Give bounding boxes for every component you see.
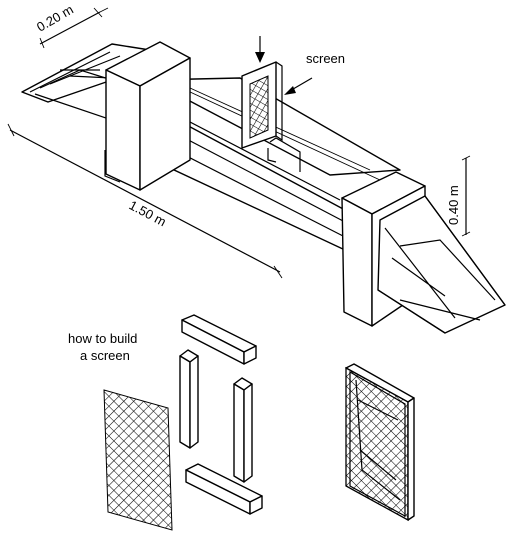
how-to-label-line2: a screen bbox=[80, 348, 130, 363]
dimension-length bbox=[7, 123, 283, 279]
mesh-sheet bbox=[103, 389, 173, 531]
screen-label: screen bbox=[306, 51, 345, 66]
dimension-width bbox=[39, 7, 109, 49]
down-arrow bbox=[255, 36, 265, 63]
left-ramp bbox=[21, 43, 151, 103]
dimension-height bbox=[461, 155, 471, 237]
trough-assembly bbox=[21, 36, 506, 334]
frame-bar-top bbox=[181, 314, 257, 365]
screen-pointer-arrow bbox=[284, 77, 313, 95]
frame-bar-bottom bbox=[185, 463, 263, 515]
screen-parts bbox=[103, 314, 263, 531]
right-ramp bbox=[377, 195, 506, 334]
finished-screen bbox=[345, 363, 415, 522]
left-post bbox=[104, 41, 191, 191]
frame-bar-right bbox=[233, 377, 253, 483]
screen-frame bbox=[241, 61, 301, 172]
width-dimension-label: 0.20 m bbox=[34, 2, 76, 35]
height-dimension-label: 0.40 m bbox=[446, 185, 461, 225]
frame-bar-left bbox=[179, 349, 199, 449]
how-to-label-line1: how to build bbox=[68, 331, 137, 346]
